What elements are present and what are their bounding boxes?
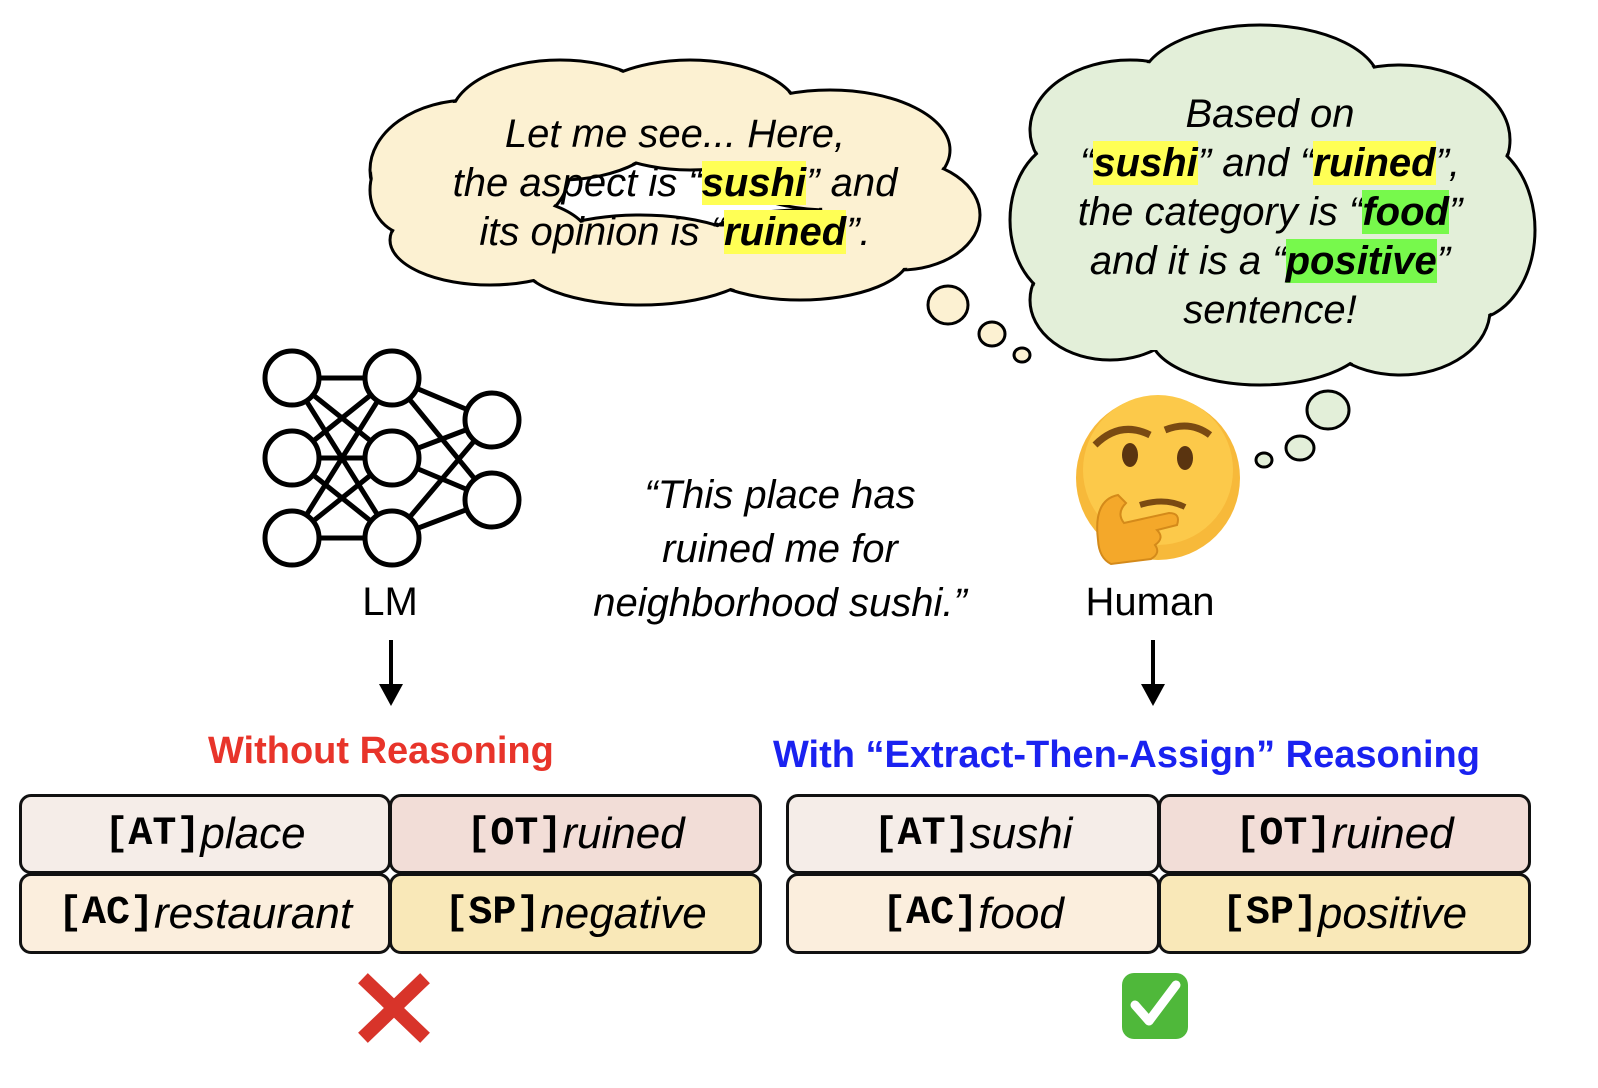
tag: [SP] xyxy=(444,891,541,936)
tag: [AC] xyxy=(882,891,979,936)
value: ruined xyxy=(562,809,685,858)
thinking-face-icon xyxy=(1076,395,1240,566)
tag: [AT] xyxy=(104,811,201,857)
text: ” xyxy=(1448,190,1463,234)
text: and it is a “ xyxy=(1089,239,1286,283)
lm-label: LM xyxy=(362,580,418,624)
input-sentence: “This place has ruined me for neighborho… xyxy=(540,468,1020,630)
left-cell-aspect-category: [AC]restaurant xyxy=(19,873,391,954)
tag: [OT] xyxy=(466,811,563,857)
check-mark-icon xyxy=(1122,973,1188,1039)
tag: [AC] xyxy=(57,891,154,936)
value: sushi xyxy=(969,809,1073,858)
text: the category is “ xyxy=(1077,190,1363,234)
text: ” and xyxy=(806,161,898,205)
value: negative xyxy=(540,888,707,938)
highlight-opinion: ruined xyxy=(1313,141,1436,185)
sentence-line: “This place has xyxy=(644,473,916,517)
tag: [OT] xyxy=(1235,811,1332,857)
right-cell-opinion-term: [OT]ruined xyxy=(1158,794,1531,874)
text: Let me see... Here, xyxy=(504,112,846,156)
lm-thought-text: Let me see... Here, the aspect is “sushi… xyxy=(400,110,950,257)
highlight-sentiment: positive xyxy=(1285,239,1437,283)
text: ” xyxy=(1436,239,1451,283)
human-thought-text: Based on “sushi” and “ruined”, the categ… xyxy=(1020,90,1520,335)
text: “ xyxy=(1079,141,1094,185)
tag: [AT] xyxy=(873,811,970,857)
human-down-arrow xyxy=(1141,640,1165,706)
with-reasoning-heading: With “Extract-Then-Assign” Reasoning xyxy=(773,734,1480,776)
lm-down-arrow xyxy=(379,640,403,706)
highlight-aspect: sushi xyxy=(1093,141,1198,185)
text: sentence! xyxy=(1183,288,1357,332)
value: place xyxy=(200,809,306,858)
right-cell-aspect-category: [AC]food xyxy=(786,873,1160,954)
left-cell-opinion-term: [OT]ruined xyxy=(389,794,762,874)
neural-network-icon xyxy=(262,348,522,568)
value: restaurant xyxy=(153,888,353,938)
right-cell-sentiment-polarity: [SP]positive xyxy=(1158,873,1531,954)
human-label: Human xyxy=(1085,580,1215,624)
highlight-opinion: ruined xyxy=(723,210,847,254)
tag: [SP] xyxy=(1221,891,1318,936)
text: ”. xyxy=(846,210,871,254)
sentence-line: ruined me for xyxy=(662,527,898,571)
text: ” and “ xyxy=(1197,141,1314,185)
left-cell-sentiment-polarity: [SP]negative xyxy=(389,873,762,954)
without-reasoning-heading: Without Reasoning xyxy=(208,730,554,772)
value: ruined xyxy=(1331,809,1454,858)
text: the aspect is “ xyxy=(452,161,702,205)
text: ”, xyxy=(1435,141,1461,185)
cross-mark-icon xyxy=(358,973,430,1043)
right-cell-aspect-term: [AT]sushi xyxy=(786,794,1160,874)
text: its opinion is “ xyxy=(479,210,724,254)
highlight-aspect: sushi xyxy=(701,161,807,205)
text: Based on xyxy=(1185,92,1355,136)
highlight-category: food xyxy=(1362,190,1449,234)
left-cell-aspect-term: [AT]place xyxy=(19,794,391,874)
value: positive xyxy=(1317,888,1468,938)
sentence-line: neighborhood sushi.” xyxy=(593,581,967,625)
value: food xyxy=(978,888,1064,938)
